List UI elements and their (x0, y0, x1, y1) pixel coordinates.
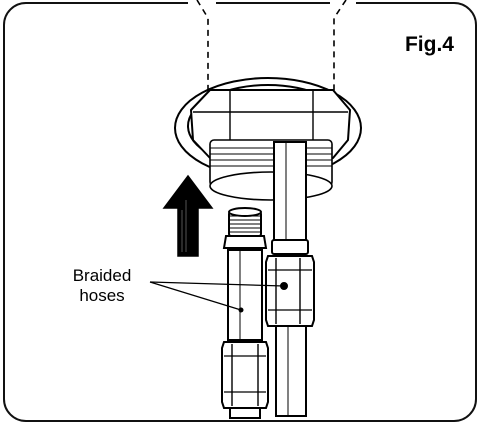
up-arrow-icon (162, 174, 214, 257)
callout-dot-right (281, 283, 287, 289)
frame-gap-left (188, 0, 216, 8)
figure-label: Fig.4 (405, 33, 454, 56)
threaded-neck (209, 139, 333, 201)
braided-hose-left (221, 207, 269, 419)
figure-frame (3, 2, 477, 422)
callout-leaders (149, 281, 285, 311)
callout-label-line1: Braided (73, 266, 132, 285)
braided-hose-right (265, 141, 315, 417)
callout-label-line2: hoses (79, 286, 124, 305)
callout-dot-left (238, 307, 244, 313)
